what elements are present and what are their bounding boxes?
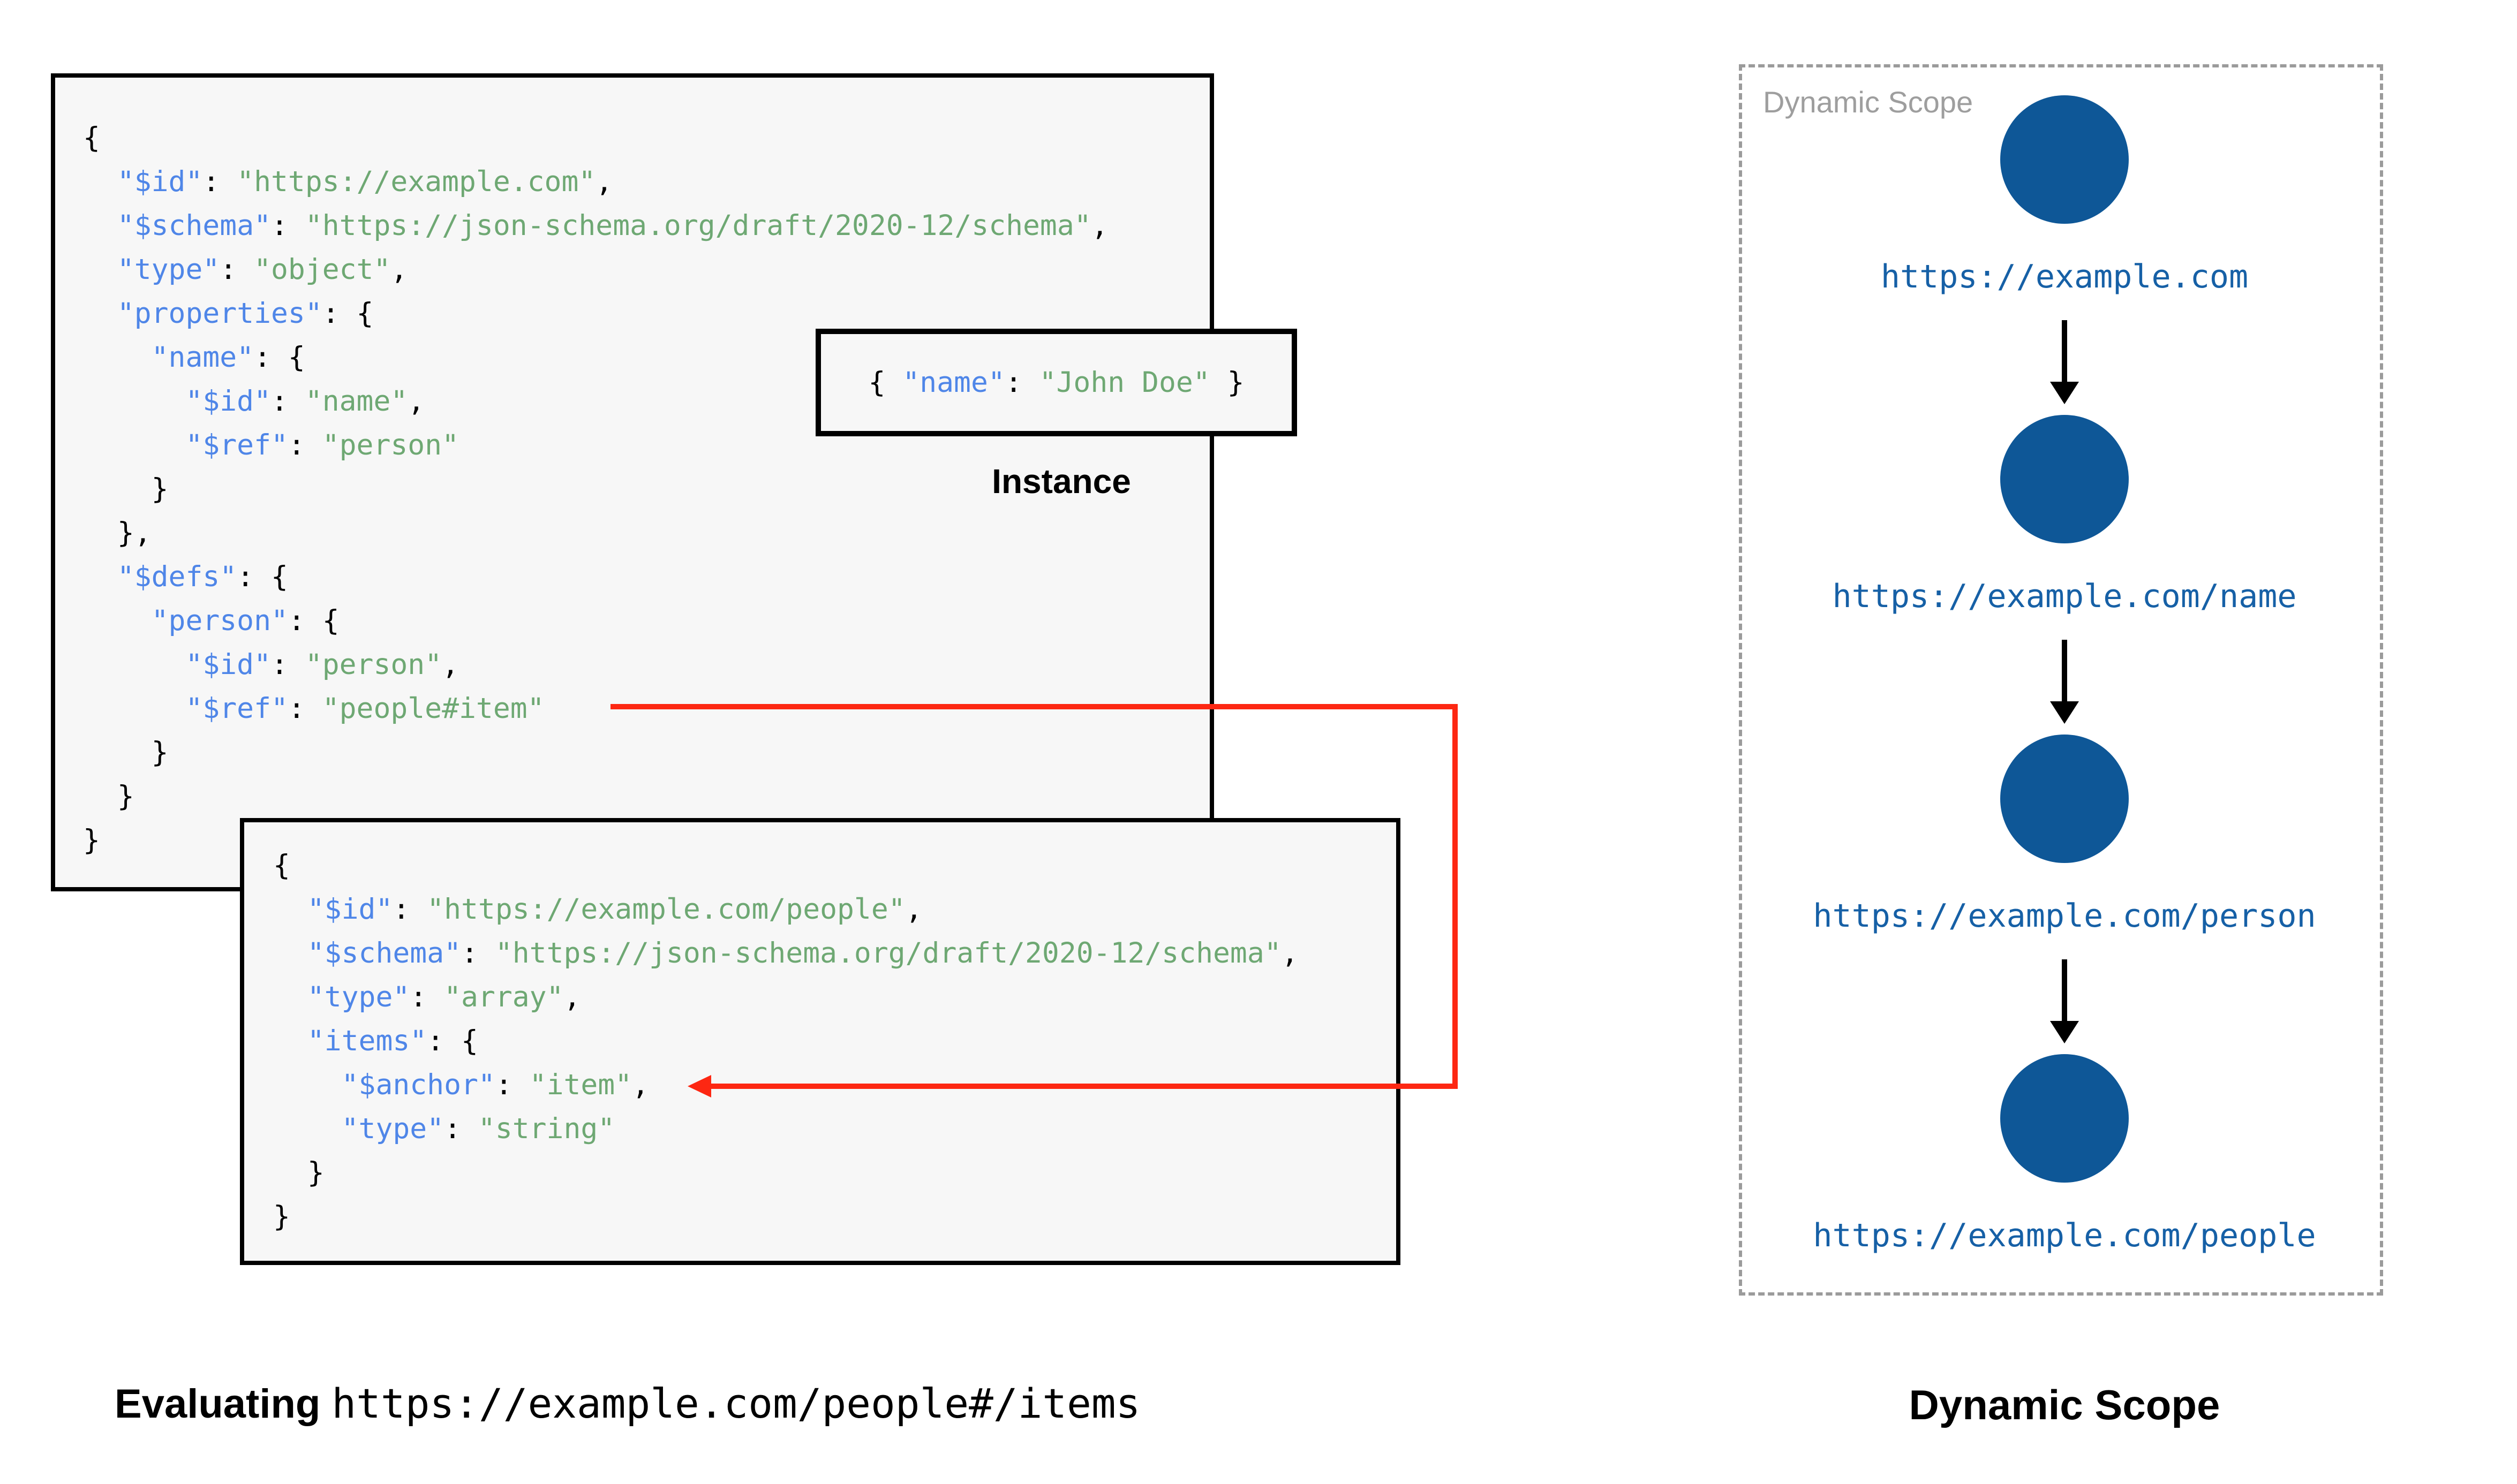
root-schema-box: { "$id": "https://example.com", "$schema… (51, 73, 1214, 891)
ref-connector-line-top (611, 704, 1458, 709)
people-schema-code: { "$id": "https://example.com/people", "… (273, 849, 1299, 1233)
scope-node-url: https://example.com/person (1813, 897, 2316, 935)
evaluating-caption-url: https://example.com/people#/items (331, 1380, 1141, 1427)
ref-connector-line-bottom (710, 1084, 1458, 1089)
scope-node-circle-name (2000, 415, 2129, 543)
ref-connector-line-vertical (1452, 704, 1458, 1089)
dynamic-scope-panel (1739, 64, 2383, 1296)
root-schema-code: { "$id": "https://example.com", "$schema… (83, 122, 1109, 857)
instance-label: Instance (992, 462, 1131, 501)
scope-arrow-down-icon (2050, 382, 2079, 404)
ref-connector-arrowhead-icon (688, 1075, 711, 1097)
people-schema-box: { "$id": "https://example.com/people", "… (240, 818, 1400, 1265)
scope-arrow-down-icon (2050, 1021, 2079, 1043)
instance-code: { "name": "John Doe" } (868, 366, 1245, 399)
evaluating-caption: Evaluating https://example.com/people#/i… (115, 1380, 1140, 1428)
scope-node-url: https://example.com/people (1813, 1217, 2316, 1254)
scope-arrow-stem (2062, 320, 2067, 382)
scope-node-url: https://example.com/name (1832, 578, 2297, 615)
scope-arrow-stem (2062, 640, 2067, 701)
dynamic-scope-caption: Dynamic Scope (1909, 1381, 2220, 1428)
scope-node-circle-example-com (2000, 95, 2129, 224)
scope-node-url: https://example.com (1880, 258, 2249, 296)
evaluating-caption-bold: Evaluating (115, 1381, 332, 1427)
scope-node-circle-people (2000, 1054, 2129, 1183)
instance-box: { "name": "John Doe" } (816, 329, 1297, 436)
scope-arrow-stem (2062, 959, 2067, 1021)
scope-arrow-down-icon (2050, 701, 2079, 724)
scope-node-circle-person (2000, 735, 2129, 863)
dynamic-scope-corner-label: Dynamic Scope (1763, 85, 1973, 119)
